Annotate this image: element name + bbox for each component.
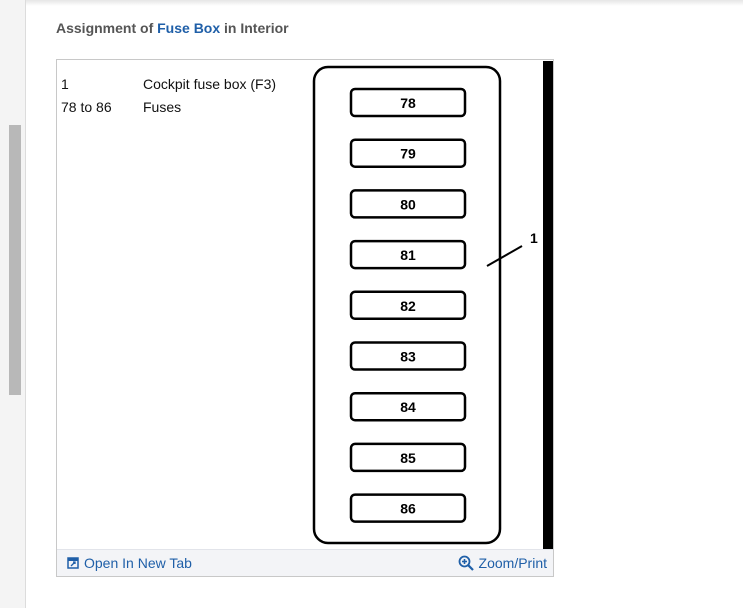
- fuse-slot[interactable]: 79: [349, 138, 467, 168]
- fuse-slot[interactable]: 78: [349, 87, 467, 118]
- fuse-outline: [349, 391, 467, 422]
- left-scrollbar[interactable]: [0, 0, 26, 608]
- fuse-label: 79: [400, 146, 416, 162]
- open-in-new-tab-label: Open In New Tab: [84, 555, 192, 571]
- heading-prefix: Assignment of: [56, 20, 158, 36]
- open-in-new-tab-button[interactable]: Open In New Tab: [67, 555, 192, 571]
- fuse-slot[interactable]: 82: [349, 290, 467, 321]
- diagram-edge-bar: [543, 61, 553, 551]
- open-in-new-tab-icon: [67, 557, 79, 569]
- fuse-slot[interactable]: 84: [349, 391, 467, 422]
- legend-description: Cockpit fuse box (F3): [143, 76, 277, 92]
- fuse-label: 83: [400, 349, 416, 365]
- top-divider: [26, 0, 743, 6]
- section-heading: Assignment of Fuse Box in Interior: [56, 20, 289, 36]
- zoom-in-icon: [458, 555, 474, 571]
- zoom-print-label: Zoom/Print: [478, 555, 547, 571]
- fuse-outline: [349, 239, 467, 270]
- fuse-label: 82: [400, 298, 416, 314]
- fuse-label: 84: [400, 399, 416, 415]
- fuse-outline: [349, 138, 467, 168]
- fuse-label: 86: [400, 501, 416, 517]
- callout-line: [486, 245, 523, 267]
- fuse-outline: [349, 290, 467, 321]
- heading-suffix: in Interior: [220, 20, 289, 36]
- fuse-label: 85: [400, 450, 416, 466]
- fuse-slot[interactable]: 83: [349, 341, 467, 371]
- fuse-label: 80: [400, 196, 416, 212]
- scrollbar-thumb[interactable]: [9, 125, 21, 395]
- fuse-outline: [349, 493, 467, 523]
- fuse-slot[interactable]: 81: [349, 239, 467, 270]
- fuse-box-diagram[interactable]: 78 79 80 81 82 83 84 85 86 1: [307, 61, 553, 551]
- fuse-box-link[interactable]: Fuse Box: [157, 20, 221, 36]
- callout-label: 1: [530, 230, 538, 246]
- fuse-slot[interactable]: 85: [349, 442, 467, 473]
- fuse-slot[interactable]: 86: [349, 493, 467, 523]
- diagram-figure: 1 Cockpit fuse box (F3) 78 to 86 Fuses 7…: [56, 59, 554, 577]
- legend-key: 78 to 86: [61, 99, 112, 115]
- fuse-outline: [349, 87, 467, 118]
- fuse-label: 81: [400, 247, 416, 263]
- fuse-slot[interactable]: 80: [349, 189, 467, 219]
- fuse-label: 78: [400, 95, 416, 111]
- legend-key: 1: [61, 76, 69, 92]
- zoom-print-button[interactable]: Zoom/Print: [458, 555, 547, 571]
- fuse-outline: [349, 442, 467, 473]
- fuse-outline: [349, 341, 467, 371]
- figure-footer: Open In New Tab Zoom/Print: [57, 549, 553, 576]
- legend-description: Fuses: [143, 99, 182, 115]
- fuse-outline: [349, 189, 467, 219]
